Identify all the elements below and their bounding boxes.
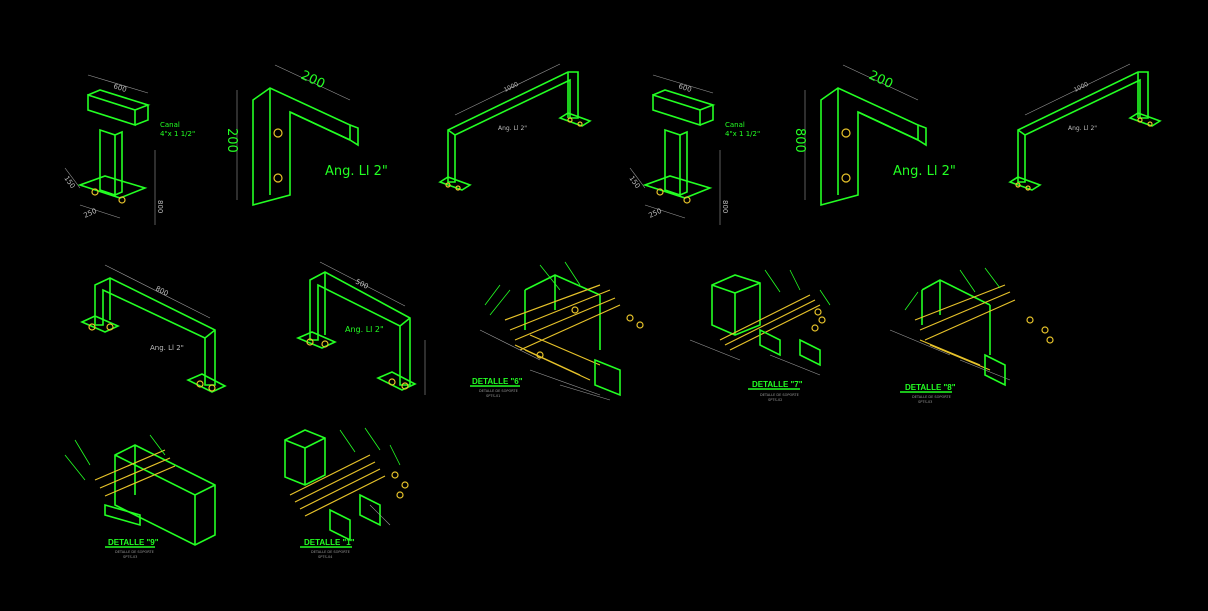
detail-sub1: DETALLE DE SOPORTE bbox=[311, 550, 350, 554]
support-detail-f: 1000 Ang. Ll 2" bbox=[1008, 63, 1162, 191]
angle-label: Ang. Ll 2" bbox=[325, 164, 388, 179]
detail-title: DETALLE "6" bbox=[472, 377, 523, 386]
dim-right: 800 bbox=[721, 200, 729, 213]
detalle-8: DETALLE "8" DETALLE DE SOPORTE SPTS-03 bbox=[889, 267, 1054, 404]
detalle-7: DETALLE "7" DETALLE DE SOPORTE SPTS-02 bbox=[689, 269, 831, 402]
dim-left: 200 bbox=[224, 128, 239, 153]
detail-sub2: SPTS-03 bbox=[918, 400, 932, 404]
dim-left: 800 bbox=[792, 128, 807, 153]
detalle-1: DETALLE "1" DETALLE DE SOPORTE SPTS-04 bbox=[284, 427, 409, 559]
note-line2: 4"x 1 1/2" bbox=[160, 130, 195, 138]
support-detail-d: 600 150 250 800 Canal 4"x 1 1/2" bbox=[627, 74, 760, 225]
detail-title: DETALLE "8" bbox=[905, 383, 956, 392]
detail-sub1: DETALLE DE SOPORTE bbox=[760, 393, 799, 397]
dim-bottom: 250 bbox=[82, 207, 98, 220]
detail-title: DETALLE "1" bbox=[304, 538, 355, 547]
dim-top: 600 bbox=[112, 82, 127, 94]
support-detail-g: 800 Ang. Ll 2" bbox=[80, 264, 227, 393]
detail-title: DETALLE "7" bbox=[752, 380, 803, 389]
support-detail-a: 600 150 250 800 Canal 4"x 1 1/2" bbox=[62, 74, 195, 225]
dim-top: 200 bbox=[866, 68, 895, 92]
detail-sub2: SPTS-04 bbox=[318, 555, 333, 559]
angle-label: Ang. Ll 2" bbox=[498, 125, 527, 132]
angle-label: Ang. Ll 2" bbox=[150, 344, 184, 352]
detail-sub1: DETALLE DE SOPORTE bbox=[115, 550, 154, 554]
dim-right: 800 bbox=[156, 200, 164, 213]
dim-top: 1000 bbox=[1073, 81, 1090, 94]
detalle-6: DETALLE "6" DETALLE DE SOPORTE SPTS-01 bbox=[470, 261, 644, 401]
detail-sub2: SPTS-02 bbox=[768, 398, 782, 402]
detalle-9: DETALLE "9" DETALLE DE SOPORTE SPTS-03 bbox=[64, 434, 216, 559]
note-line2: 4"x 1 1/2" bbox=[725, 130, 760, 138]
angle-label: Ang. Ll 2" bbox=[1068, 125, 1097, 132]
dim-left: 150 bbox=[627, 175, 641, 191]
note-line1: Canal bbox=[725, 121, 745, 129]
detail-sub1: DETALLE DE SOPORTE bbox=[479, 389, 518, 393]
dim-left: 150 bbox=[62, 175, 76, 191]
detail-title: DETALLE "9" bbox=[108, 538, 159, 547]
detail-sub1: DETALLE DE SOPORTE bbox=[912, 395, 951, 399]
support-detail-b: 200 200 Ang. Ll 2" bbox=[224, 64, 388, 207]
dim-top: 600 bbox=[677, 82, 692, 94]
note-line1: Canal bbox=[160, 121, 180, 129]
dim-top: 1000 bbox=[503, 81, 520, 94]
angle-label: Ang. Ll 2" bbox=[345, 325, 384, 334]
dim-top: 800 bbox=[154, 285, 170, 298]
detail-sub2: SPTS-01 bbox=[486, 394, 500, 398]
detail-sub2: SPTS-03 bbox=[123, 555, 137, 559]
angle-label: Ang. Ll 2" bbox=[893, 164, 956, 179]
support-detail-e: 200 800 Ang. Ll 2" bbox=[792, 64, 956, 207]
support-detail-h: 500 Ang. Ll 2" bbox=[295, 261, 426, 395]
dim-bottom: 250 bbox=[647, 207, 663, 220]
support-detail-c: 1000 Ang. Ll 2" bbox=[438, 63, 592, 191]
dim-top: 200 bbox=[298, 68, 327, 92]
